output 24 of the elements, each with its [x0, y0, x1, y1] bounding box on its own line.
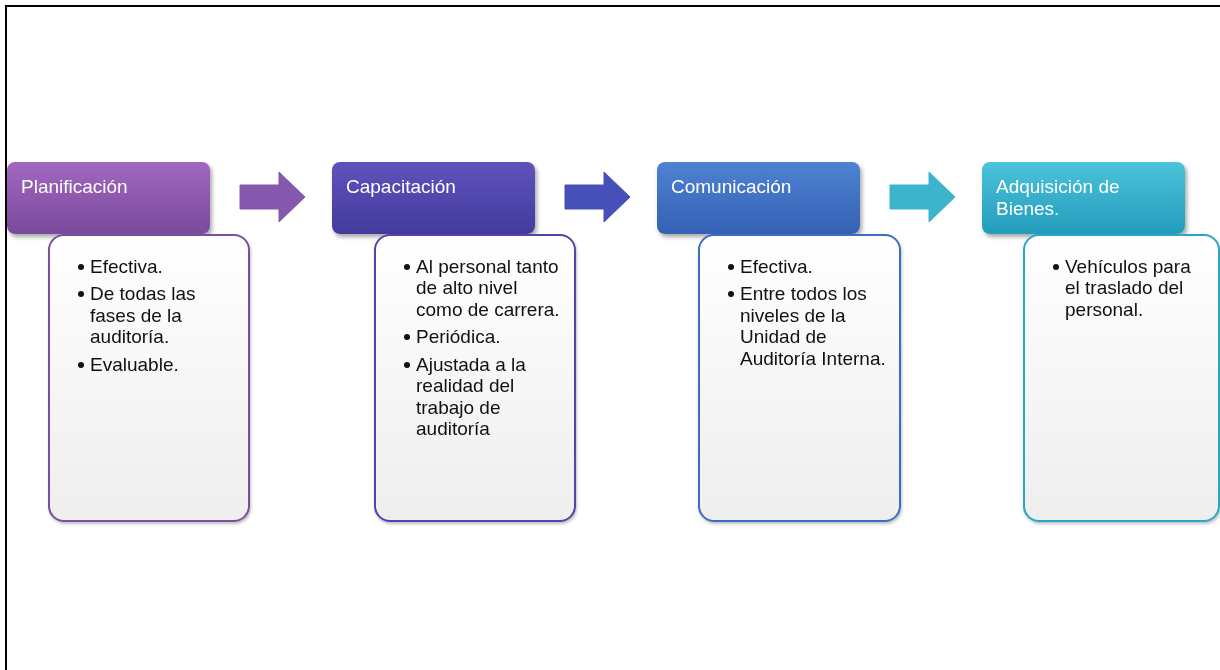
step-title: Adquisición de Bienes.: [996, 176, 1121, 220]
detail-card: [698, 234, 901, 522]
step-header-box: [657, 162, 860, 234]
detail-card: [48, 234, 250, 522]
bullet-item: Efectiva.: [740, 256, 813, 277]
bullet-item: Vehículos para el traslado del personal.: [1065, 256, 1191, 320]
bullet-item: Al personal tanto de alto nivel como de carrera.: [416, 256, 560, 320]
block-arrow: [239, 171, 306, 223]
bullet-item: Ajustada a la realidad del trabajo de auditoría: [416, 353, 526, 440]
step-title: Comunicación: [671, 176, 793, 198]
step-title: Capacitación: [346, 176, 457, 198]
block-arrow: [889, 171, 956, 223]
bullet-item: Efectiva.: [90, 256, 163, 277]
step-header-box: [982, 162, 1185, 234]
detail-card: [374, 234, 576, 522]
step-header-box: [7, 162, 210, 234]
bullet-item: De todas las fases de la auditoría.: [90, 283, 196, 348]
bullet-item: Evaluable.: [90, 353, 179, 375]
bullet-item: Periódica.: [416, 326, 501, 348]
step-header-box: [332, 162, 535, 234]
bullet-item: Entre todos los niveles de la Unidad de Auditoría Interna.: [740, 283, 886, 369]
detail-card: [1023, 234, 1220, 522]
block-arrow: [564, 171, 631, 223]
step-title: Planificación: [21, 176, 129, 198]
